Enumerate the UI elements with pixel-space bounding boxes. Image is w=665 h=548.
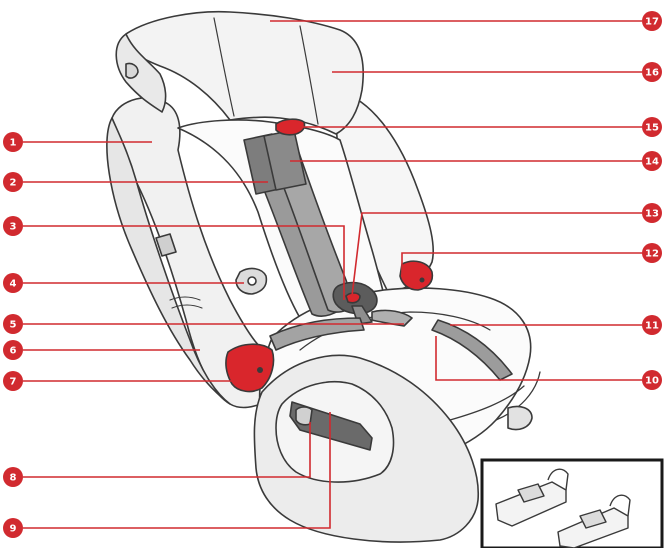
- lap-belt: [269, 317, 365, 351]
- buckle-red-button: [345, 292, 361, 304]
- callout-12-leader-line: [401, 252, 642, 274]
- inset-connector-1-hook: [547, 468, 569, 491]
- inset-connector-1-top: [517, 483, 545, 503]
- callout-10-number: 10: [645, 376, 659, 387]
- callout-12-number: 12: [645, 249, 659, 260]
- inset-connector-2: [557, 507, 629, 548]
- callout-17-number: 17: [645, 17, 659, 28]
- callout-15-marker: [642, 117, 662, 137]
- isofix-detail-inset: [480, 458, 664, 548]
- recline-button-center: [247, 276, 257, 286]
- callout-13-number: 13: [645, 209, 659, 220]
- callout-8-leader-line: [23, 422, 311, 478]
- callout-2: 2: [3, 172, 268, 192]
- headrest-knob: [125, 62, 139, 79]
- callout-3-number: 3: [10, 222, 17, 233]
- belt-guide-right-rivet: [419, 277, 425, 283]
- callout-9-leader-line: [23, 412, 331, 529]
- inset-connector-2-top: [579, 509, 607, 529]
- callout-13: 13: [351, 203, 662, 297]
- callout-14-number: 14: [645, 157, 659, 168]
- callout-6-number: 6: [10, 346, 17, 357]
- callout-10-leader-line: [435, 336, 642, 381]
- callout-5-number: 5: [10, 320, 17, 331]
- callout-10: 10: [435, 336, 662, 390]
- callout-2-marker: [3, 172, 23, 192]
- booster-foot: [507, 405, 533, 431]
- callout-11-marker: [642, 315, 662, 335]
- back-shell-side: [106, 117, 231, 405]
- callout-15: 15: [300, 117, 662, 137]
- callout-7-marker: [3, 371, 23, 391]
- callout-16-number: 16: [645, 68, 659, 79]
- belt-guide-left-rivet: [257, 367, 263, 373]
- callout-6: 6: [3, 340, 200, 360]
- callout-15-number: 15: [645, 123, 659, 134]
- back-shell-vent: [169, 296, 203, 309]
- callout-17-marker: [642, 11, 662, 31]
- callout-11-number: 11: [645, 321, 659, 332]
- callout-12-marker: [642, 243, 662, 263]
- callout-6-marker: [3, 340, 23, 360]
- callout-4: 4: [3, 273, 244, 293]
- callout-8: 8: [3, 422, 311, 487]
- headrest-wing-left: [115, 33, 167, 113]
- headrest: [125, 10, 364, 135]
- callout-9-number: 9: [10, 524, 17, 535]
- callout-12: 12: [401, 243, 662, 274]
- callout-1: 1: [3, 132, 152, 152]
- callout-14-marker: [642, 151, 662, 171]
- callout-8-marker: [3, 467, 23, 487]
- inset-connector-1: [495, 481, 567, 527]
- headrest-inner-right: [299, 25, 319, 125]
- callout-1-marker: [3, 132, 23, 152]
- belt-tongue: [371, 309, 413, 327]
- callout-4-number: 4: [10, 279, 17, 290]
- callout-10-marker: [642, 370, 662, 390]
- callout-3-leader-line: [23, 225, 345, 300]
- booster-base-right: [449, 371, 541, 421]
- car-seat-drawing: [106, 10, 541, 543]
- callout-16-marker: [642, 62, 662, 82]
- callout-4-marker: [3, 273, 23, 293]
- callout-3-marker: [3, 216, 23, 236]
- back-shell-handle: [155, 233, 177, 257]
- callout-11: 11: [450, 315, 662, 335]
- headrest-inner: [213, 17, 235, 117]
- callout-13-marker: [642, 203, 662, 223]
- callout-7-number: 7: [10, 377, 17, 388]
- callout-5: 5: [3, 314, 404, 334]
- callout-9: 9: [3, 412, 331, 538]
- callout-1-number: 1: [10, 138, 17, 149]
- callout-17: 17: [270, 11, 662, 31]
- belt-guide-left: [225, 343, 275, 393]
- callout-3: 3: [3, 216, 345, 300]
- belt-guide-right: [399, 260, 434, 291]
- headrest-adjust-handle: [275, 118, 306, 136]
- callout-5-marker: [3, 314, 23, 334]
- callout-8-number: 8: [10, 473, 17, 484]
- callout-13-leader-line: [351, 212, 642, 297]
- callout-14: 14: [290, 151, 662, 171]
- callout-16: 16: [332, 62, 662, 82]
- callout-7: 7: [3, 371, 238, 391]
- inset-connector-2-hook: [609, 494, 631, 517]
- callout-2-number: 2: [10, 178, 17, 189]
- callout-9-marker: [3, 518, 23, 538]
